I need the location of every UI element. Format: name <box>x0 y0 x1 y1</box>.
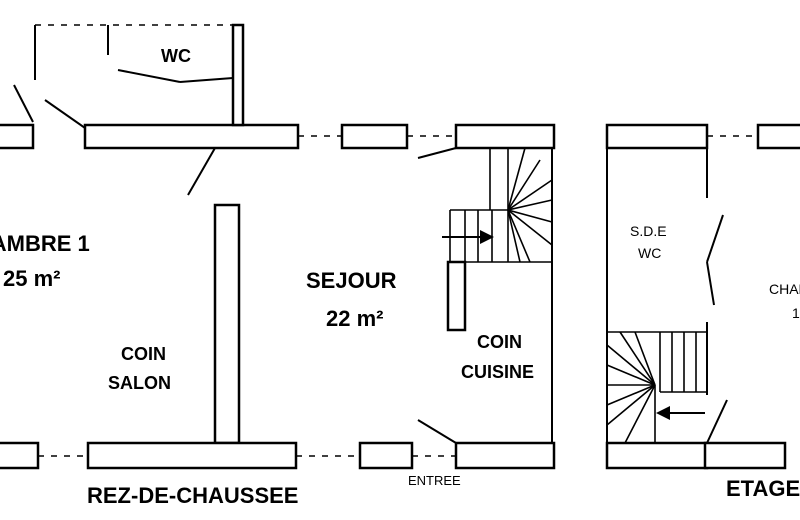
stair-arrow-etage <box>656 406 705 420</box>
wall-etage-bottom-right <box>703 441 787 470</box>
wall-etage-top-right <box>756 123 800 150</box>
wall-bottom-left-stub <box>0 441 40 470</box>
sde-line1: S.D.E <box>630 223 667 239</box>
coin-cuisine-line1: COIN <box>477 332 522 352</box>
chambre-door-leaf-2 <box>44 99 86 129</box>
coin-cuisine-line2: CUISINE <box>461 362 534 382</box>
wall-bottom-window <box>358 441 414 470</box>
wc-door-stop <box>179 77 234 83</box>
sde-door-leaf <box>706 214 724 263</box>
sejour-area: 22 m² <box>326 306 383 331</box>
wall-etage-top-left <box>605 123 709 150</box>
wall-bottom-kitchen <box>454 441 556 470</box>
wall-top-center <box>83 123 300 150</box>
wall-central-partition <box>213 203 241 445</box>
sde-door-leaf-2 <box>706 261 715 306</box>
chambre2-name: CHAMBRE 2 <box>769 281 800 297</box>
rez-de-chaussee-title: REZ-DE-CHAUSSEE <box>87 483 298 508</box>
wall-top-kitchen <box>454 123 556 150</box>
salon-door-leaf <box>187 147 216 196</box>
chambre-door-leaf <box>13 84 34 123</box>
coin-salon-line2: SALON <box>108 373 171 393</box>
wall-etage-bottom-left <box>605 441 709 470</box>
wall-bottom-center <box>86 441 298 470</box>
sejour-name: SEJOUR <box>306 268 397 293</box>
chambre1-name: CHAMBRE 1 <box>0 231 90 256</box>
wall-stair-post <box>446 260 467 332</box>
entree-label: ENTREE <box>408 473 461 488</box>
sde-line2: WC <box>638 245 661 261</box>
kitchen-door-leaf <box>417 147 457 159</box>
staircase-etage <box>606 331 707 444</box>
entrance-door-leaf <box>417 419 457 444</box>
chambre2-area: 12 m² <box>792 305 800 321</box>
coin-salon-line1: COIN <box>121 344 166 364</box>
chambre1-area: 25 m² <box>3 266 60 291</box>
wall-wc-partition <box>231 23 245 127</box>
stair-arrow-ground <box>442 230 494 244</box>
chambre2-door-leaf <box>706 399 728 444</box>
wall-top-left-stub <box>0 123 35 150</box>
staircase-ground <box>449 147 553 263</box>
wall-top-window <box>340 123 409 150</box>
etage-title: ETAGE <box>726 476 800 501</box>
wc-door-leaf <box>117 69 181 83</box>
wc-label: WC <box>161 46 191 66</box>
